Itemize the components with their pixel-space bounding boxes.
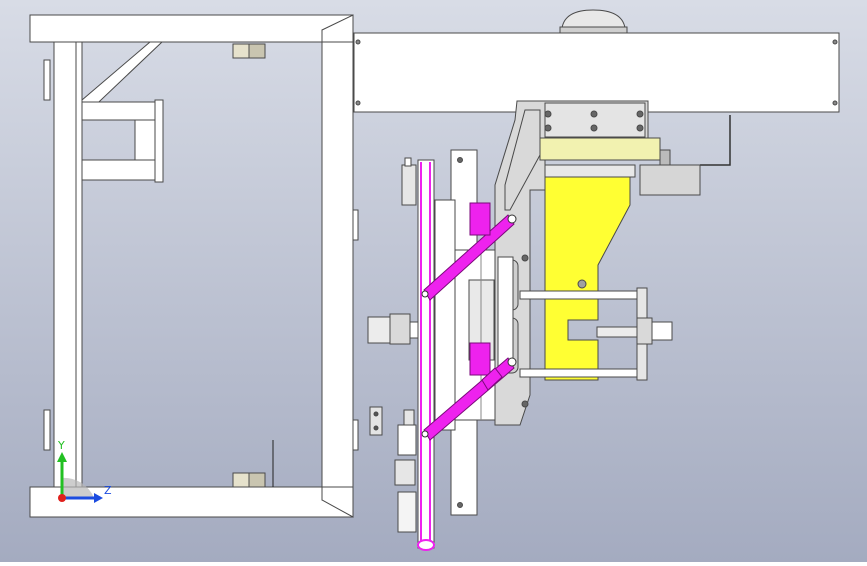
frame-top-beam <box>29 14 354 43</box>
pink-rail <box>417 159 435 551</box>
small-plate <box>369 406 383 436</box>
yellow-bracket <box>544 164 636 381</box>
fittings <box>394 157 417 533</box>
left-frame <box>29 14 359 518</box>
right-cylinder <box>596 317 673 345</box>
x-axis-dot <box>58 494 66 502</box>
bracket-top <box>81 101 163 121</box>
bracket-bottom <box>81 159 163 181</box>
axis-triad <box>57 452 103 503</box>
top-right-beam <box>353 9 840 113</box>
magenta-links <box>421 202 517 441</box>
frame-left-post-inner <box>75 41 83 488</box>
frame-left-post-outer <box>53 41 77 488</box>
triad-y-label: Y <box>58 439 65 452</box>
triad-z-label: Z <box>104 484 112 497</box>
wire-hook <box>700 115 731 166</box>
left-cylinder <box>367 313 419 345</box>
linear-rail <box>639 149 701 196</box>
frame-right-post <box>321 29 354 501</box>
triad-arc <box>62 477 94 498</box>
